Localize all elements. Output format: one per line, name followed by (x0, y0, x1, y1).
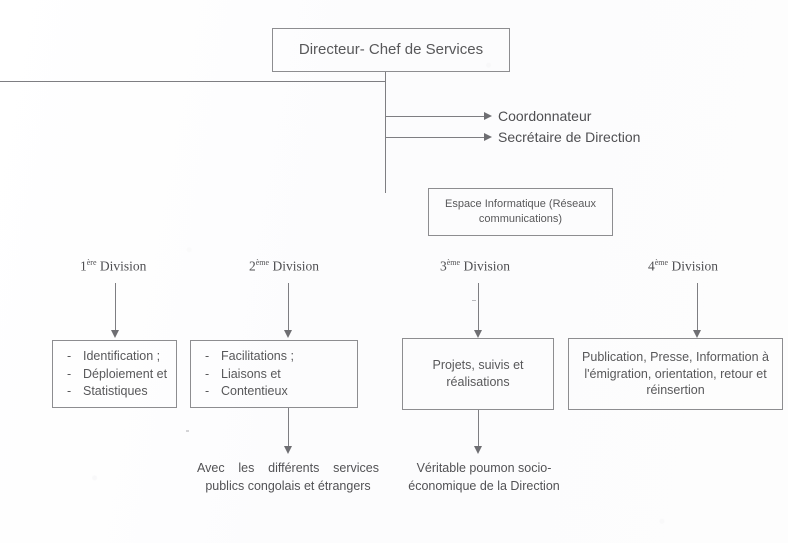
division-3-note-connector (478, 410, 479, 448)
list-bullet: - (205, 366, 210, 381)
branch-arrowhead-coordonnateur (484, 112, 492, 120)
root-trunk-stub (385, 72, 386, 81)
division-box-2-list: - Facilitations ; - Liaisons et - Conten… (191, 347, 357, 402)
list-item-text: Liaisons et (221, 366, 281, 381)
division-connector-1 (115, 283, 116, 331)
list-bullet: - (67, 348, 72, 363)
division-label-2: 2ème Division (249, 258, 319, 275)
list-item: - Déploiement et (67, 366, 170, 383)
division-3-note: Véritable poumon socio- économique de la… (398, 459, 570, 495)
division-label-3: 3ème Division (440, 258, 510, 275)
division-2-note-line-2: publics congolais et étrangers (205, 479, 371, 494)
division-box-2: - Facilitations ; - Liaisons et - Conten… (190, 340, 358, 408)
branch-line-secretaire (385, 137, 485, 138)
division-connector-4 (697, 283, 698, 331)
branch-label-secretaire: Secrétaire de Direction (498, 129, 641, 145)
list-bullet: - (205, 384, 210, 399)
division-ordinal-3: ème (446, 258, 461, 267)
division-ordinal-2: ème (255, 258, 270, 267)
division-3-note-line-2: économique de la Direction (408, 479, 560, 494)
list-item-text: Facilitations ; (221, 348, 294, 363)
branch-line-coordonnateur (385, 116, 485, 117)
branch-arrowhead-secretaire (484, 133, 492, 141)
division-box-4-line-2: l'émigration, orientation, retour et (584, 366, 767, 381)
division-word-3: Division (463, 258, 510, 274)
support-unit-line-1: Espace Informatique (Réseaux (444, 198, 597, 211)
division-word-4: Division (671, 258, 718, 274)
division-2-note-line-1: Avec les différents services (197, 461, 379, 475)
division-3-note-line-1: Véritable poumon socio- (416, 461, 552, 475)
list-item: - Facilitations ; (205, 348, 351, 365)
division-box-4: Publication, Presse, Information à l'émi… (568, 338, 783, 410)
division-number-4: 4 (648, 258, 655, 274)
list-item-text: Statistiques (83, 384, 148, 399)
division-connector-3 (478, 283, 479, 331)
support-unit-line-2: communications) (478, 213, 563, 225)
list-bullet: - (67, 366, 72, 381)
scan-speck-left (186, 430, 189, 432)
division-number-1: 1 (80, 258, 87, 274)
list-item: - Statistiques (67, 383, 170, 400)
list-item-text: Identification ; (83, 348, 161, 363)
support-unit-box-espace-informatique: Espace Informatique (Réseaux communicati… (428, 188, 613, 236)
list-item-text: Déploiement et (83, 366, 168, 381)
division-box-3-line-1: Projets, suivis et (432, 358, 524, 373)
division-box-3: Projets, suivis et réalisations (402, 338, 554, 410)
division-word-2: Division (272, 258, 319, 274)
list-item-text: Contentieux (221, 384, 288, 399)
division-box-4-text: Publication, Presse, Information à l'émi… (569, 349, 782, 400)
root-box-label: Directeur- Chef de Services (298, 40, 484, 58)
division-box-4-line-1: Publication, Presse, Information à (582, 349, 769, 364)
division-2-note-connector (288, 408, 289, 448)
division-number-2: 2 (249, 258, 256, 274)
division-2-note: Avec les différents services publics con… (197, 459, 379, 495)
list-bullet: - (67, 384, 72, 399)
list-item: - Identification ; (67, 348, 170, 365)
division-box-1-list: - Identification ; - Déploiement et - St… (53, 347, 176, 402)
division-connector-2 (288, 283, 289, 331)
division-label-4: 4ème Division (648, 258, 718, 275)
root-box-directeur: Directeur- Chef de Services (272, 28, 510, 72)
division-number-3: 3 (440, 258, 447, 274)
list-item: - Contentieux (205, 383, 351, 400)
scan-speck-division-3 (472, 300, 476, 301)
division-arrowhead-4 (693, 330, 701, 338)
division-arrowhead-2 (284, 330, 292, 338)
division-ordinal-4: ème (654, 258, 669, 267)
support-unit-box-text: Espace Informatique (Réseaux communicati… (429, 197, 612, 227)
division-2-note-arrowhead (284, 446, 292, 454)
division-box-3-line-2: réalisations (446, 375, 510, 389)
division-box-1: - Identification ; - Déploiement et - St… (52, 340, 177, 408)
list-item: - Liaisons et (205, 366, 351, 383)
division-box-4-line-3: réinsertion (646, 383, 705, 398)
division-arrowhead-3 (474, 330, 482, 338)
division-3-note-arrowhead (474, 446, 482, 454)
division-ordinal-1: ère (86, 258, 97, 267)
division-label-1: 1ère Division (80, 258, 146, 275)
division-word-1: Division (99, 258, 147, 274)
branch-label-coordonnateur: Coordonnateur (498, 108, 592, 124)
division-arrowhead-1 (111, 330, 119, 338)
division-box-3-text: Projets, suivis et réalisations (403, 357, 553, 391)
root-trunk-crossbar (0, 81, 386, 82)
list-bullet: - (205, 348, 210, 363)
